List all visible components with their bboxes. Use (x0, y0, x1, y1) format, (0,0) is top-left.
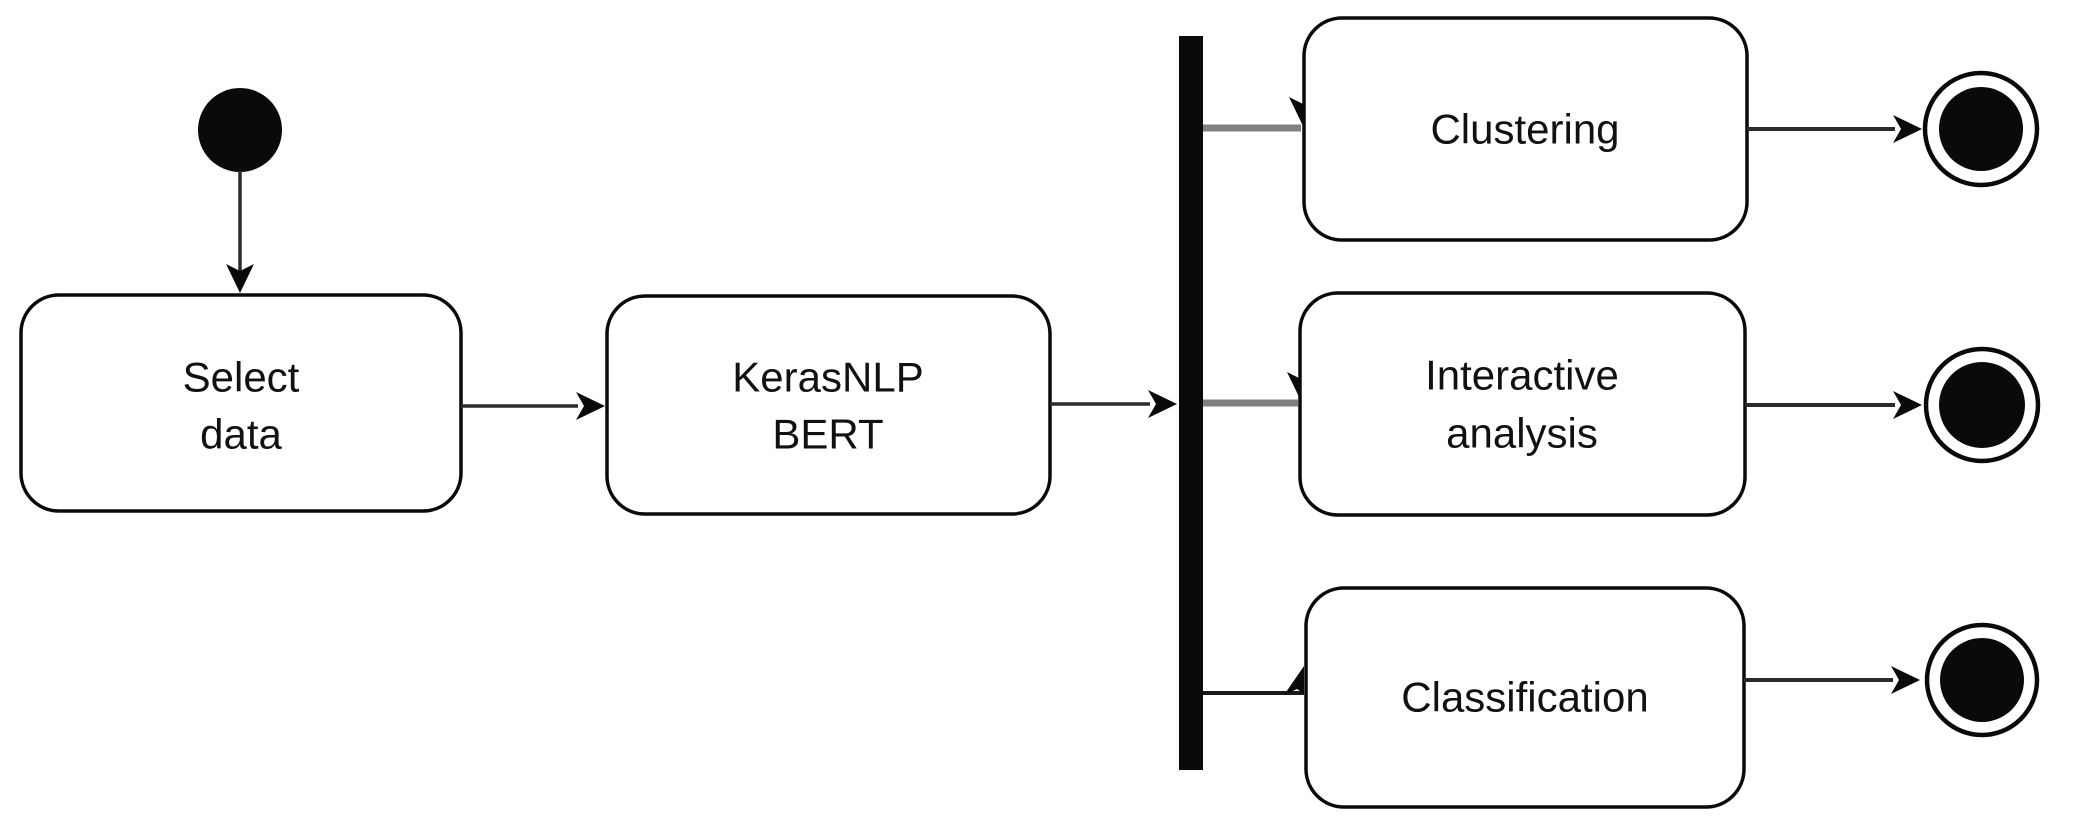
arrowhead-right-icon (1893, 115, 1922, 143)
arrowhead-right-icon (1893, 391, 1922, 419)
activity-clustering-label: Clustering (1430, 106, 1619, 153)
activity-classification (1304, 586, 1746, 809)
activity-kerasnlp-bert-label-line2: BERT (772, 411, 883, 458)
activity-select-data-label-line2: data (200, 411, 282, 458)
activity-kerasnlp-bert-label-line1: KerasNLP (732, 354, 923, 401)
activity-interactive-analysis (1298, 291, 1747, 517)
arrowhead-right-icon (1891, 666, 1920, 694)
fork-bar (1179, 36, 1203, 770)
activity-kerasnlp-bert (605, 294, 1052, 516)
activity-interactive-analysis-label-line1: Interactive (1425, 352, 1619, 399)
end-node-3 (1940, 638, 2024, 722)
activity-interactive-analysis-label-line2: analysis (1446, 410, 1598, 457)
arrowhead-down-icon (226, 264, 254, 293)
activity-select-data-label-line1: Select (183, 354, 300, 401)
activity-select-data (19, 293, 463, 513)
activity-classification-label: Classification (1401, 674, 1648, 721)
arrowhead-right-icon (576, 392, 605, 420)
arrowhead-up-icon (1284, 666, 1304, 695)
end-node-1 (1939, 87, 2023, 171)
start-node (198, 88, 282, 172)
end-node-2 (1939, 362, 2025, 448)
arrowhead-right-icon (1148, 390, 1177, 418)
